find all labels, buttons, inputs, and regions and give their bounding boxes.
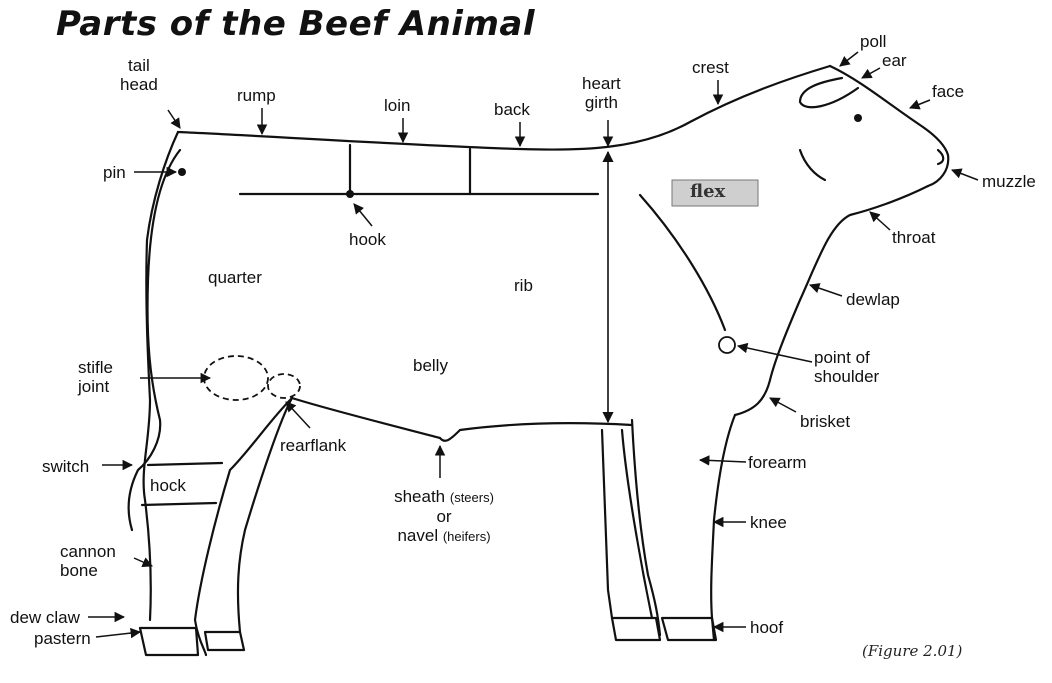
rear-hoof-1: [140, 628, 198, 655]
figure-caption: (Figure 2.01): [862, 642, 962, 660]
rear-hoof-2: [205, 632, 244, 650]
tail: [129, 150, 180, 530]
face-outline: [830, 66, 948, 186]
front-leg-2: [602, 430, 612, 618]
label-tail-head: tail head: [120, 56, 158, 94]
label-navel: navel: [397, 526, 438, 545]
label-stifle-joint-line2: joint: [78, 377, 113, 396]
label-forearm: forearm: [748, 453, 807, 472]
rear-leg-back: [144, 132, 178, 620]
label-back: back: [494, 100, 530, 119]
label-cannon-bone: cannon bone: [60, 542, 116, 580]
front-leg-front: [711, 415, 735, 640]
ear: [800, 78, 858, 107]
label-heart-girth-line2: girth: [582, 93, 621, 112]
label-face: face: [932, 82, 964, 101]
label-poll: poll: [860, 32, 886, 51]
label-sheath: sheath: [394, 487, 445, 506]
label-hook: hook: [349, 230, 386, 249]
label-loin: loin: [384, 96, 410, 115]
label-stifle-joint-line1: stifle: [78, 358, 113, 377]
eye: [854, 114, 862, 122]
label-belly: belly: [413, 356, 448, 375]
label-point-of-shoulder-line2: shoulder: [814, 367, 879, 386]
label-rearflank: rearflank: [280, 436, 346, 455]
cheek-line: [800, 150, 825, 180]
rear-leg-inner: [238, 398, 292, 632]
label-sheath-navel: sheath (steers) or navel (heifers): [382, 487, 506, 546]
rear-leg-front: [195, 398, 292, 655]
label-ear: ear: [882, 51, 907, 70]
label-tail-head-line1: tail: [120, 56, 158, 75]
label-knee: knee: [750, 513, 787, 532]
label-throat: throat: [892, 228, 935, 247]
label-point-of-shoulder-line1: point of: [814, 348, 879, 367]
label-sheath-line: sheath (steers): [382, 487, 506, 507]
stifle-joint-ellipse: [204, 356, 268, 400]
front-leg-rear: [632, 420, 660, 635]
label-brisket: brisket: [800, 412, 850, 431]
rearflank-ellipse: [268, 374, 300, 398]
front-hoof-2: [612, 618, 660, 640]
label-switch: switch: [42, 457, 89, 476]
label-sheath-note: (steers): [450, 490, 494, 505]
label-rib: rib: [514, 276, 533, 295]
brand-mark: flex: [690, 182, 725, 201]
pin-dot: [178, 168, 186, 176]
hook-dot: [346, 190, 354, 198]
label-dewlap: dewlap: [846, 290, 900, 309]
label-heart-girth: heart girth: [582, 74, 621, 112]
label-tail-head-line2: head: [120, 75, 158, 94]
label-heart-girth-line1: heart: [582, 74, 621, 93]
label-navel-note: (heifers): [443, 529, 491, 544]
label-pin: pin: [103, 163, 126, 182]
label-quarter: quarter: [208, 268, 262, 287]
muzzle-detail: [938, 150, 943, 164]
label-stifle-joint: stifle joint: [78, 358, 113, 396]
underline: [292, 398, 632, 441]
label-hoof: hoof: [750, 618, 783, 637]
label-navel-line: navel (heifers): [382, 526, 506, 546]
label-cannon-bone-line1: cannon: [60, 542, 116, 561]
label-pastern: pastern: [34, 629, 91, 648]
label-muzzle: muzzle: [982, 172, 1036, 191]
point-of-shoulder-circle: [719, 337, 735, 353]
label-hock: hock: [150, 476, 186, 495]
label-rump: rump: [237, 86, 276, 105]
front-hoof-1: [662, 618, 716, 640]
diagram-title: Parts of the Beef Animal: [56, 4, 535, 44]
label-or: or: [382, 507, 506, 526]
front-leg-2b: [622, 430, 652, 618]
label-cannon-bone-line2: bone: [60, 561, 116, 580]
label-point-of-shoulder: point of shoulder: [814, 348, 879, 386]
label-dew-claw: dew claw: [10, 608, 80, 627]
shoulder-curve: [640, 195, 725, 330]
label-crest: crest: [692, 58, 729, 77]
